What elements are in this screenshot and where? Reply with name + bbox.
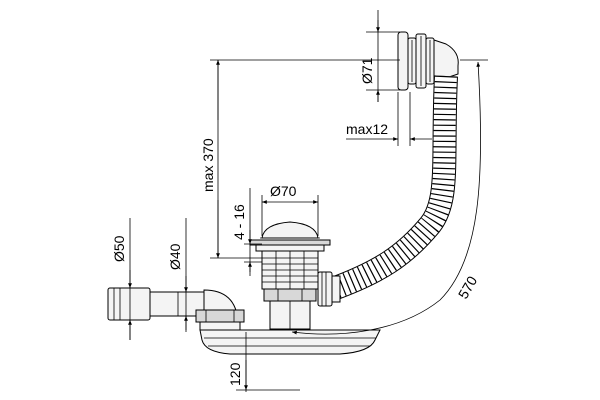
label-d40: Ø40 bbox=[167, 243, 183, 270]
dimension-max370 bbox=[210, 59, 400, 259]
label-4-16: 4 - 16 bbox=[231, 204, 247, 240]
label-d50: Ø50 bbox=[111, 235, 127, 262]
hose-connector bbox=[317, 271, 341, 307]
elbow-outlet bbox=[107, 287, 245, 331]
label-max370: max 370 bbox=[200, 138, 216, 192]
drain-assembly bbox=[249, 221, 331, 330]
trap-body bbox=[199, 329, 381, 355]
label-d70: Ø70 bbox=[270, 183, 297, 199]
label-d71: Ø71 bbox=[359, 57, 375, 84]
dimension-4-16 bbox=[244, 188, 262, 276]
dimension-d50 bbox=[124, 218, 136, 340]
dimension-d71 bbox=[366, 10, 400, 102]
label-570: 570 bbox=[455, 273, 481, 301]
dimension-570 bbox=[291, 59, 488, 335]
flexible-hose bbox=[325, 75, 458, 302]
label-120: 120 bbox=[227, 362, 243, 386]
label-max12: max12 bbox=[346, 121, 388, 137]
dimension-d40 bbox=[180, 218, 192, 332]
dimension-max12 bbox=[346, 92, 432, 146]
dimension-120 bbox=[236, 332, 300, 392]
